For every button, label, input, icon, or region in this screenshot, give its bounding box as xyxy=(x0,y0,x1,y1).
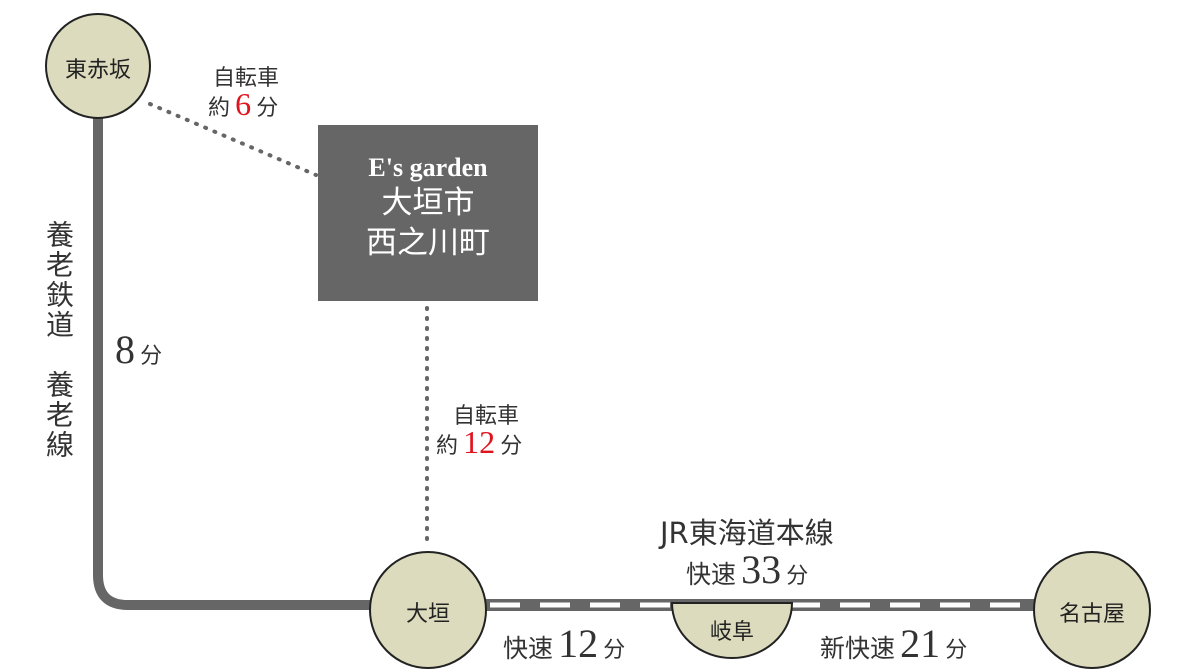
yoro-time: 8 分 xyxy=(115,326,162,373)
destination-box: E's garden 大垣市 西之川町 xyxy=(318,125,538,301)
seg1-service: 快速 xyxy=(503,634,554,663)
bike1-unit: 分 xyxy=(256,96,279,121)
station-circle-higashiakasaka xyxy=(45,13,151,119)
bike2-minutes: 12 xyxy=(463,424,496,460)
station-nagoya: 名古屋 xyxy=(1058,602,1125,627)
bike2-unit: 分 xyxy=(500,434,523,459)
jr-minutes: 33 xyxy=(741,547,782,592)
station-circle-nagoya xyxy=(1033,551,1151,669)
bike2-mode: 自転車 xyxy=(453,404,520,429)
yoro-minutes: 8 xyxy=(115,327,135,372)
station-ogaki: 大垣 xyxy=(405,602,450,627)
station-higashiakasaka: 東赤坂 xyxy=(64,58,131,83)
bike1-minutes: 6 xyxy=(235,86,252,122)
seg1-time: 快速 12 分 xyxy=(503,620,625,667)
bike2-time: 約 12 分 xyxy=(436,424,522,461)
bike1-time: 約 6 分 xyxy=(208,86,278,123)
station-circle-ogaki xyxy=(369,551,487,669)
jr-time: 快速 33 分 xyxy=(686,546,808,593)
destination-city: 大垣市 xyxy=(381,185,475,221)
seg2-unit: 分 xyxy=(945,638,968,663)
destination-brand: E's garden xyxy=(368,153,488,182)
yoro-line-track xyxy=(93,110,380,610)
seg2-service: 新快速 xyxy=(820,634,896,663)
seg1-minutes: 12 xyxy=(558,621,599,666)
bike1-mode: 自転車 xyxy=(213,66,280,91)
seg2-minutes: 21 xyxy=(900,621,941,666)
jr-line-name: JR東海道本線 xyxy=(660,516,834,550)
station-circle-gifu xyxy=(670,602,794,659)
bike-route-1 xyxy=(148,102,318,177)
station-gifu: 岐阜 xyxy=(709,620,754,645)
destination-town: 西之川町 xyxy=(366,225,490,261)
yoro-unit: 分 xyxy=(140,344,163,369)
bike2-prefix: 約 xyxy=(436,434,459,459)
jr-unit: 分 xyxy=(786,564,809,589)
bike1-prefix: 約 xyxy=(208,96,231,121)
seg1-unit: 分 xyxy=(603,638,626,663)
yoro-line-name: 養老鉄道 養老線 xyxy=(42,220,75,460)
seg2-time: 新快速 21 分 xyxy=(820,620,967,667)
jr-service: 快速 xyxy=(686,560,737,589)
